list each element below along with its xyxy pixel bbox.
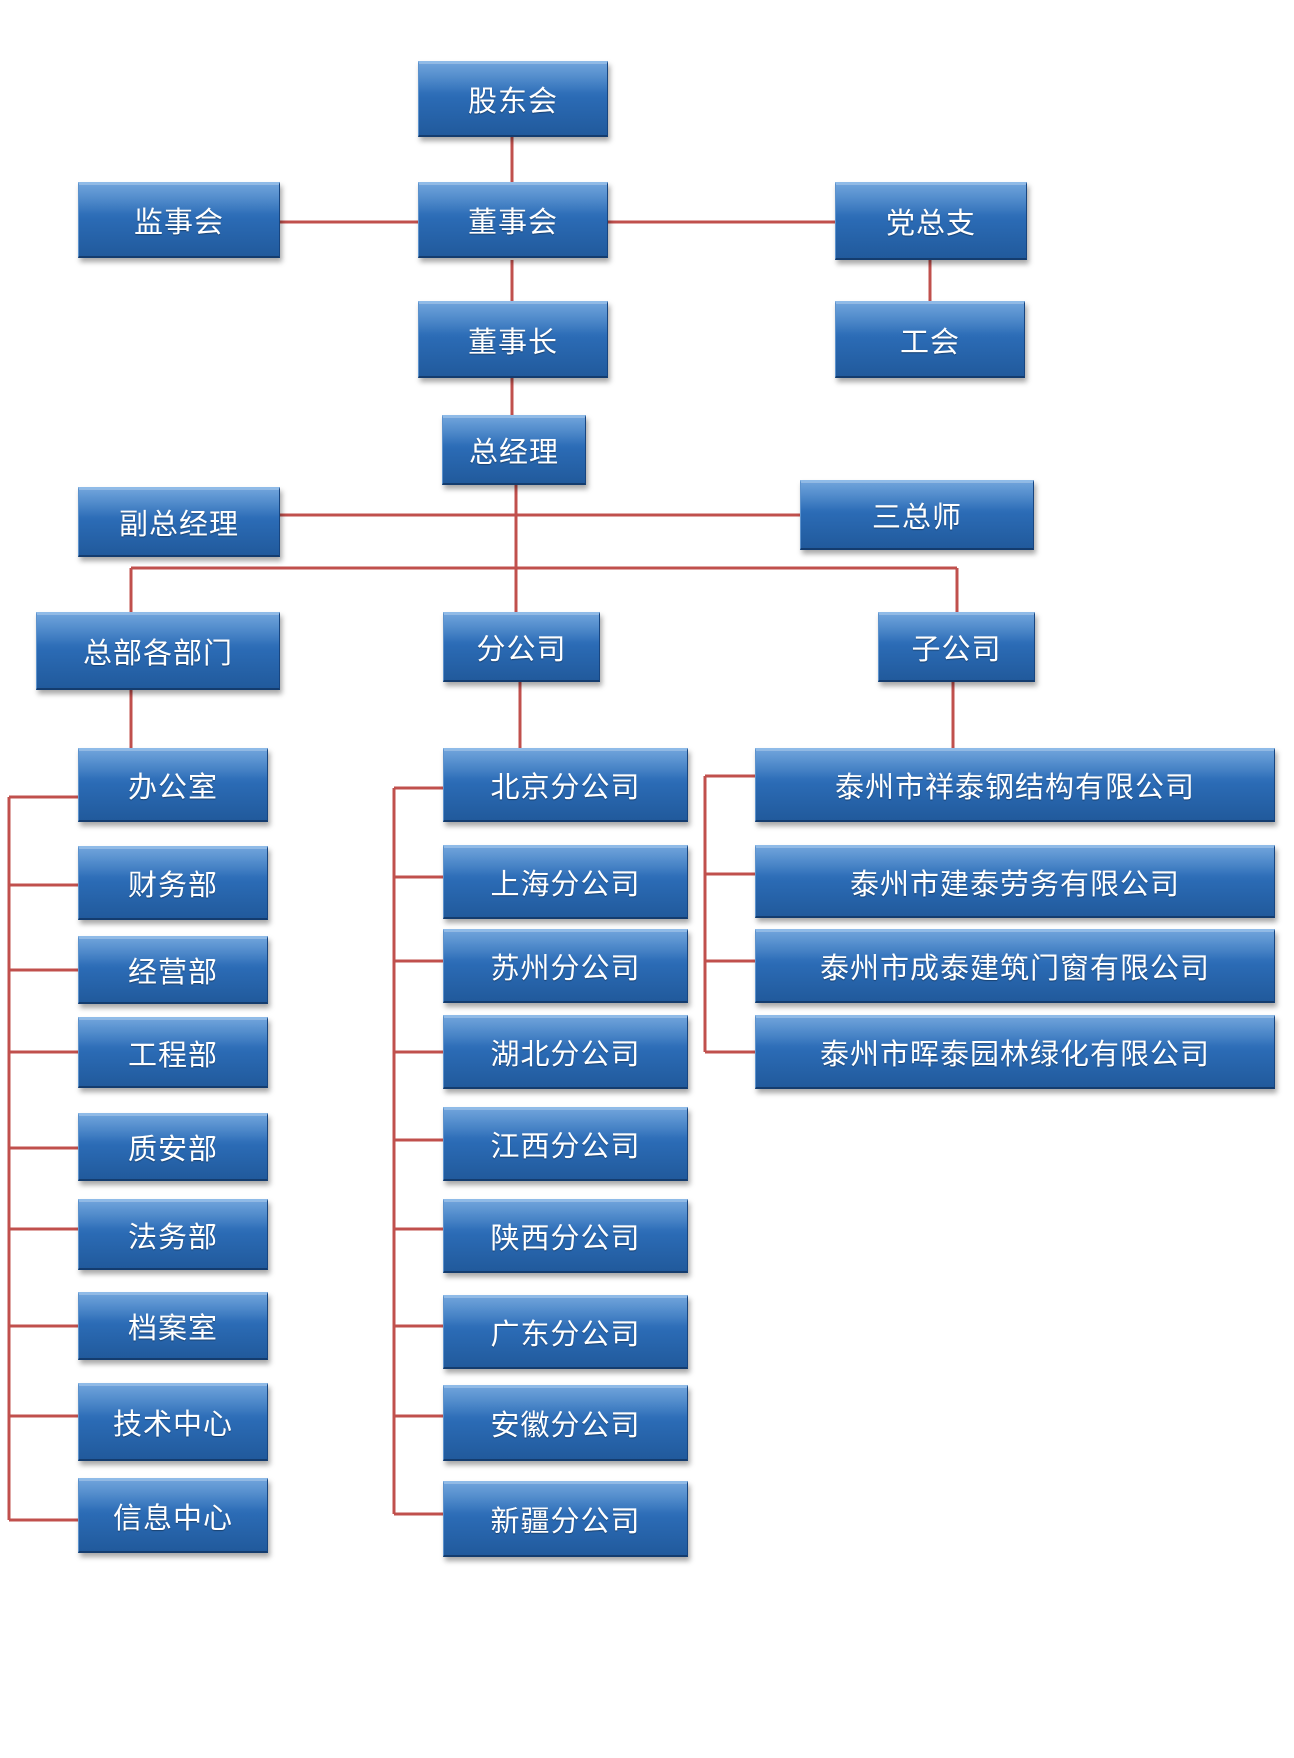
node-branches: 分公司 [443, 612, 600, 682]
branch-label: 上海分公司 [490, 867, 641, 901]
node-union: 工会 [835, 301, 1025, 378]
department-box: 工程部 [78, 1017, 268, 1088]
department-box: 档案室 [78, 1292, 268, 1360]
branch-box: 广东分公司 [443, 1295, 688, 1369]
department-box: 法务部 [78, 1199, 268, 1270]
department-label: 档案室 [127, 1311, 218, 1345]
node-party: 党总支 [835, 182, 1027, 260]
node-shareholders: 股东会 [418, 61, 608, 137]
node-hq-departments: 总部各部门 [36, 612, 280, 690]
subsidiary-box: 泰州市晖泰园林绿化有限公司 [755, 1015, 1275, 1089]
branch-box: 北京分公司 [443, 748, 688, 822]
department-label: 技术中心 [112, 1407, 233, 1441]
subsidiary-box: 泰州市祥泰钢结构有限公司 [755, 748, 1275, 822]
department-box: 技术中心 [78, 1383, 268, 1461]
node-label: 监事会 [133, 205, 224, 239]
branch-label: 安徽分公司 [490, 1408, 641, 1442]
node-deputy-general-manager: 副总经理 [78, 487, 280, 557]
branch-label: 湖北分公司 [490, 1037, 641, 1071]
subsidiary-box: 泰州市成泰建筑门窗有限公司 [755, 929, 1275, 1003]
node-label: 党总支 [885, 206, 976, 240]
subsidiary-label: 泰州市成泰建筑门窗有限公司 [819, 951, 1210, 985]
department-box: 信息中心 [78, 1478, 268, 1553]
department-label: 财务部 [127, 868, 218, 902]
branch-label: 陕西分公司 [490, 1221, 641, 1255]
node-label: 总部各部门 [82, 636, 233, 670]
node-general-manager: 总经理 [442, 415, 586, 485]
department-box: 质安部 [78, 1113, 268, 1181]
branch-label: 江西分公司 [490, 1129, 641, 1163]
branch-label: 广东分公司 [490, 1317, 641, 1351]
subsidiary-box: 泰州市建泰劳务有限公司 [755, 845, 1275, 918]
node-label: 分公司 [476, 632, 567, 666]
node-chairman: 董事长 [418, 301, 608, 378]
branch-box: 新疆分公司 [443, 1481, 688, 1557]
subsidiary-label: 泰州市晖泰园林绿化有限公司 [819, 1037, 1210, 1071]
branch-label: 新疆分公司 [490, 1504, 641, 1538]
branch-box: 苏州分公司 [443, 929, 688, 1003]
node-label: 工会 [899, 324, 960, 359]
department-label: 信息中心 [112, 1500, 233, 1535]
branch-label: 苏州分公司 [490, 951, 641, 985]
node-label: 总经理 [468, 435, 559, 469]
branch-box: 江西分公司 [443, 1107, 688, 1181]
branch-label: 北京分公司 [490, 770, 641, 804]
department-label: 工程部 [127, 1037, 218, 1072]
department-label: 经营部 [127, 955, 218, 989]
branch-box: 安徽分公司 [443, 1385, 688, 1461]
department-box: 经营部 [78, 936, 268, 1004]
node-board: 董事会 [418, 182, 608, 258]
node-subsidiaries: 子公司 [878, 612, 1035, 682]
node-label: 副总经理 [118, 507, 239, 541]
department-label: 质安部 [127, 1132, 218, 1166]
node-label: 董事会 [467, 205, 558, 239]
branch-box: 上海分公司 [443, 845, 688, 919]
node-supervisors: 监事会 [78, 182, 280, 258]
department-label: 办公室 [127, 770, 218, 804]
subsidiary-label: 泰州市建泰劳务有限公司 [849, 866, 1180, 901]
branch-box: 湖北分公司 [443, 1015, 688, 1089]
node-label: 子公司 [911, 632, 1002, 666]
subsidiary-label: 泰州市祥泰钢结构有限公司 [834, 770, 1195, 804]
branch-box: 陕西分公司 [443, 1199, 688, 1273]
node-label: 董事长 [467, 324, 558, 359]
department-label: 法务部 [127, 1219, 218, 1254]
department-box: 办公室 [78, 748, 268, 822]
department-box: 财务部 [78, 846, 268, 920]
node-label: 三总师 [871, 500, 962, 534]
node-label: 股东会 [467, 84, 558, 118]
node-chief-engineers: 三总师 [800, 480, 1034, 550]
